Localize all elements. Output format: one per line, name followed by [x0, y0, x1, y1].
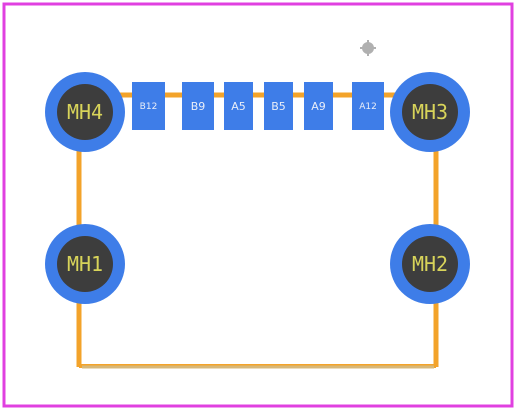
pad-b5[interactable]: B5 [264, 82, 293, 130]
mounting-hole-mh3[interactable]: MH3 [390, 72, 470, 152]
board-outline [2, 2, 514, 408]
pad-b12-copper [132, 82, 165, 130]
pad-a5[interactable]: A5 [224, 82, 253, 130]
pad-a12-label: A12 [359, 102, 377, 112]
pad-b12[interactable]: B12 [132, 82, 165, 130]
pad-b9[interactable]: B9 [182, 82, 214, 130]
mounting-hole-mh4[interactable]: MH4 [45, 72, 125, 152]
mounting-hole-mh2[interactable]: MH2 [390, 224, 470, 304]
silkscreen-outline [76, 92, 439, 368]
pad-a12[interactable]: A12 [352, 82, 384, 130]
mh4-label: MH4 [67, 100, 103, 124]
pad-a9-copper [304, 82, 333, 130]
mh1-drill-hole [57, 236, 113, 292]
mounting-hole-mh1[interactable]: MH1 [45, 224, 125, 304]
pad-row: B12 B9 A5 B5 A9 A12 [132, 82, 384, 130]
mh2-label: MH2 [412, 252, 448, 276]
pad-a5-label: A5 [231, 100, 246, 113]
pad-a9[interactable]: A9 [304, 82, 333, 130]
mh1-label: MH1 [67, 252, 103, 276]
pad-a12-copper [352, 82, 384, 130]
pad-b5-label: B5 [271, 100, 286, 113]
pad-b9-label: B9 [191, 100, 206, 113]
mh2-drill-hole [402, 236, 458, 292]
mh3-label: MH3 [412, 100, 448, 124]
pad-b5-copper [264, 82, 293, 130]
pad-b9-copper [182, 82, 214, 130]
pad-a9-label: A9 [311, 100, 326, 113]
pad-a5-copper [224, 82, 253, 130]
pad-b12-label: B12 [140, 102, 158, 112]
mh3-drill-hole [402, 84, 458, 140]
origin-marker [360, 40, 376, 56]
mh4-drill-hole [57, 84, 113, 140]
